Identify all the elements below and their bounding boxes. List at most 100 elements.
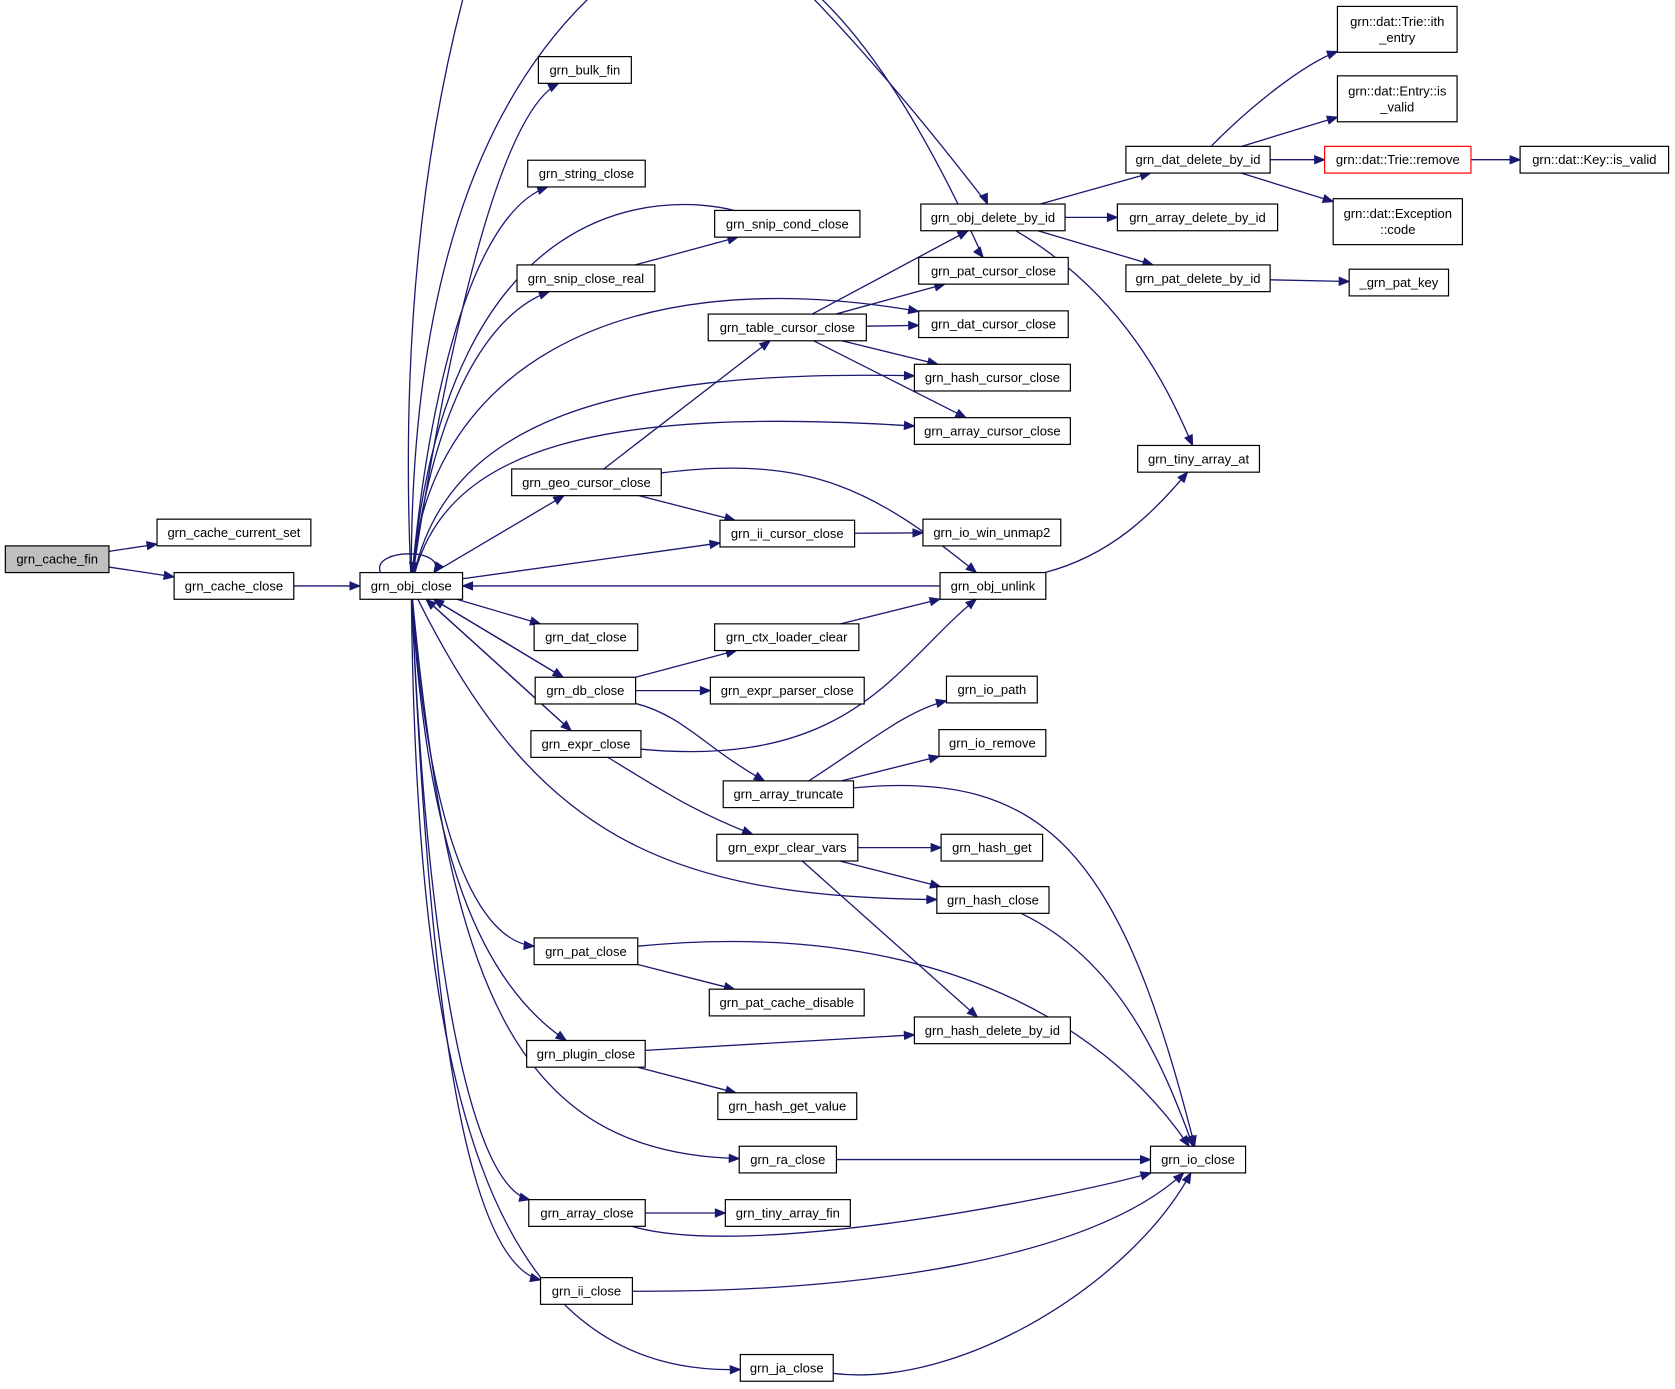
edge-grn_obj_close-to-grn_ii_cursor_close: [462, 539, 722, 580]
edge-grn_pat_delete_by_id-to-_grn_pat_key: [1270, 276, 1351, 287]
edge-grn_ii_cursor_close-to-grn_io_win_unmap2: [854, 528, 925, 538]
node-grn-pat-close[interactable]: grn_pat_close: [533, 937, 639, 966]
node-box: [359, 571, 464, 600]
arrowhead-icon: [1314, 154, 1326, 165]
node-label: grn_io_win_unmap2: [933, 525, 1050, 540]
node-grn-db-close[interactable]: grn_db_close: [534, 676, 637, 705]
node-box: [1332, 198, 1464, 246]
edge-line: [835, 283, 946, 315]
arrowhead-icon: [529, 1272, 542, 1283]
node-grn-io-close[interactable]: grn_io_close: [1149, 1145, 1247, 1174]
node-grn-pat-key[interactable]: _grn_pat_key: [1348, 268, 1450, 297]
node-label: grn_hash_get_value: [728, 1099, 846, 1114]
edge-line: [640, 598, 977, 753]
node-grn-hash-cursor-close[interactable]: grn_hash_cursor_close: [913, 363, 1071, 392]
edge-line: [637, 1066, 737, 1094]
node-grn-array-delete-by-id[interactable]: grn_array_delete_by_id: [1116, 203, 1279, 232]
edge-line: [1020, 912, 1194, 1147]
node-grn-cache-close[interactable]: grn_cache_close: [173, 571, 295, 600]
node-grn-cache-fin[interactable]: grn_cache_fin: [4, 545, 110, 574]
edge-line: [433, 598, 564, 678]
node-box: [945, 675, 1038, 704]
node-grn-hash-close[interactable]: grn_hash_close: [936, 886, 1050, 914]
node-grn-io-remove[interactable]: grn_io_remove: [938, 729, 1047, 757]
node-grn-cache-current-set[interactable]: grn_cache_current_set: [156, 518, 312, 547]
node-exception-code[interactable]: grn::dat::Exception::code: [1332, 198, 1464, 246]
node-grn-pat-delete-by-id[interactable]: grn_pat_delete_by_id: [1125, 264, 1271, 293]
edge-line: [413, 374, 915, 573]
node-label: grn_db_close: [546, 683, 624, 698]
node-grn-io-win-unmap2[interactable]: grn_io_win_unmap2: [922, 518, 1062, 547]
node-label: grn_expr_parser_close: [721, 683, 854, 698]
edge-trie_remove-to-key_is_valid: [1470, 154, 1522, 165]
arrowhead-icon: [1326, 115, 1339, 125]
arrowhead-icon: [714, 1208, 727, 1218]
node-grn-expr-parser-close[interactable]: grn_expr_parser_close: [709, 676, 865, 705]
node-grn-dat-delete-by-id[interactable]: grn_dat_delete_by_id: [1125, 145, 1271, 174]
node-entry-is-valid[interactable]: grn::dat::Entry::is_valid: [1336, 75, 1458, 123]
node-grn-dat-cursor-close[interactable]: grn_dat_cursor_close: [918, 310, 1069, 339]
node-grn-ra-close[interactable]: grn_ra_close: [738, 1145, 838, 1174]
node-box: [1116, 203, 1279, 232]
node-box: [527, 159, 646, 188]
node-box: [1336, 5, 1458, 53]
node-label: grn_cache_close: [185, 578, 283, 593]
node-grn-hash-delete-by-id[interactable]: grn_hash_delete_by_id: [913, 1016, 1071, 1045]
node-grn-geo-cursor-close[interactable]: grn_geo_cursor_close: [511, 468, 662, 497]
arrowhead-icon: [1184, 433, 1194, 447]
node-label: grn_ja_close: [750, 1360, 824, 1375]
node-label: grn_dat_delete_by_id: [1135, 152, 1260, 167]
node-grn-expr-close[interactable]: grn_expr_close: [530, 730, 642, 758]
edge-line: [635, 702, 765, 782]
node-grn-ja-close[interactable]: grn_ja_close: [739, 1353, 834, 1382]
node-grn-array-close[interactable]: grn_array_close: [528, 1199, 646, 1227]
node-box: [173, 571, 295, 600]
node-grn-expr-clear-vars[interactable]: grn_expr_clear_vars: [716, 833, 859, 862]
node-grn-ii-close[interactable]: grn_ii_close: [539, 1277, 633, 1305]
node-grn-tiny-array-at[interactable]: grn_tiny_array_at: [1137, 444, 1261, 473]
node-grn-pat-cache-disable[interactable]: grn_pat_cache_disable: [708, 988, 865, 1017]
node-trie-ith-entry[interactable]: grn::dat::Trie::ith_entry: [1336, 5, 1458, 53]
node-grn-tiny-array-fin[interactable]: grn_tiny_array_fin: [724, 1199, 851, 1227]
node-grn-pat-cursor-close[interactable]: grn_pat_cursor_close: [918, 256, 1069, 285]
node-grn-io-path[interactable]: grn_io_path: [945, 675, 1038, 704]
node-label: grn_hash_get: [952, 840, 1032, 855]
node-grn-ii-cursor-close[interactable]: grn_ii_cursor_close: [719, 519, 856, 548]
node-grn-snip-close-real[interactable]: grn_snip_close_real: [516, 264, 656, 293]
node-grn-obj-close[interactable]: grn_obj_close: [359, 571, 464, 600]
edge-grn_db_close-to-grn_obj_close: [432, 598, 564, 678]
node-grn-obj-delete-by-id[interactable]: grn_obj_delete_by_id: [920, 203, 1066, 232]
node-grn-hash-get[interactable]: grn_hash_get: [940, 833, 1044, 862]
node-grn-hash-get-value[interactable]: grn_hash_get_value: [717, 1092, 858, 1121]
node-grn-string-close[interactable]: grn_string_close: [527, 159, 646, 188]
node-label: grn_cache_current_set: [167, 525, 300, 540]
edge-grn_expr_close-to-grn_obj_unlink: [640, 598, 978, 753]
node-box: [4, 545, 110, 574]
node-box: [534, 676, 637, 705]
node-key-is-valid[interactable]: grn::dat::Key::is_valid: [1519, 145, 1670, 174]
node-box: [716, 833, 859, 862]
node-grn-ctx-loader-clear[interactable]: grn_ctx_loader_clear: [714, 623, 860, 652]
edge-line: [813, 340, 967, 419]
edge-grn_table_cursor_close-to-grn_pat_cursor_close: [835, 282, 947, 315]
node-grn-array-truncate[interactable]: grn_array_truncate: [722, 780, 855, 809]
arrowhead-icon: [758, 339, 772, 351]
edge-grn_obj_close-to-grn_hash_cursor_close: [413, 370, 916, 573]
node-grn-bulk-fin[interactable]: grn_bulk_fin: [537, 56, 632, 84]
node-grn-table-cursor-close[interactable]: grn_table_cursor_close: [707, 313, 867, 342]
arrowhead-icon: [536, 185, 549, 195]
arrowhead-icon: [965, 598, 978, 610]
node-grn-snip-cond-close[interactable]: grn_snip_cond_close: [714, 209, 861, 238]
node-label: grn_pat_delete_by_id: [1135, 271, 1260, 286]
arrowhead-icon: [699, 685, 712, 696]
node-grn-plugin-close[interactable]: grn_plugin_close: [526, 1039, 646, 1068]
node-label: grn_array_cursor_close: [924, 424, 1061, 439]
arrowhead-icon: [966, 1006, 979, 1018]
call-edges: [108, 0, 1522, 1376]
node-grn-array-cursor-close[interactable]: grn_array_cursor_close: [913, 417, 1071, 445]
node-grn-dat-close[interactable]: grn_dat_close: [533, 623, 639, 652]
node-label: grn_dat_close: [545, 630, 627, 645]
node-grn-obj-unlink[interactable]: grn_obj_unlink: [939, 571, 1047, 600]
node-trie-remove[interactable]: grn::dat::Trie::remove: [1324, 145, 1472, 174]
edge-grn_obj_close-to-grn_pat_close: [411, 599, 536, 950]
